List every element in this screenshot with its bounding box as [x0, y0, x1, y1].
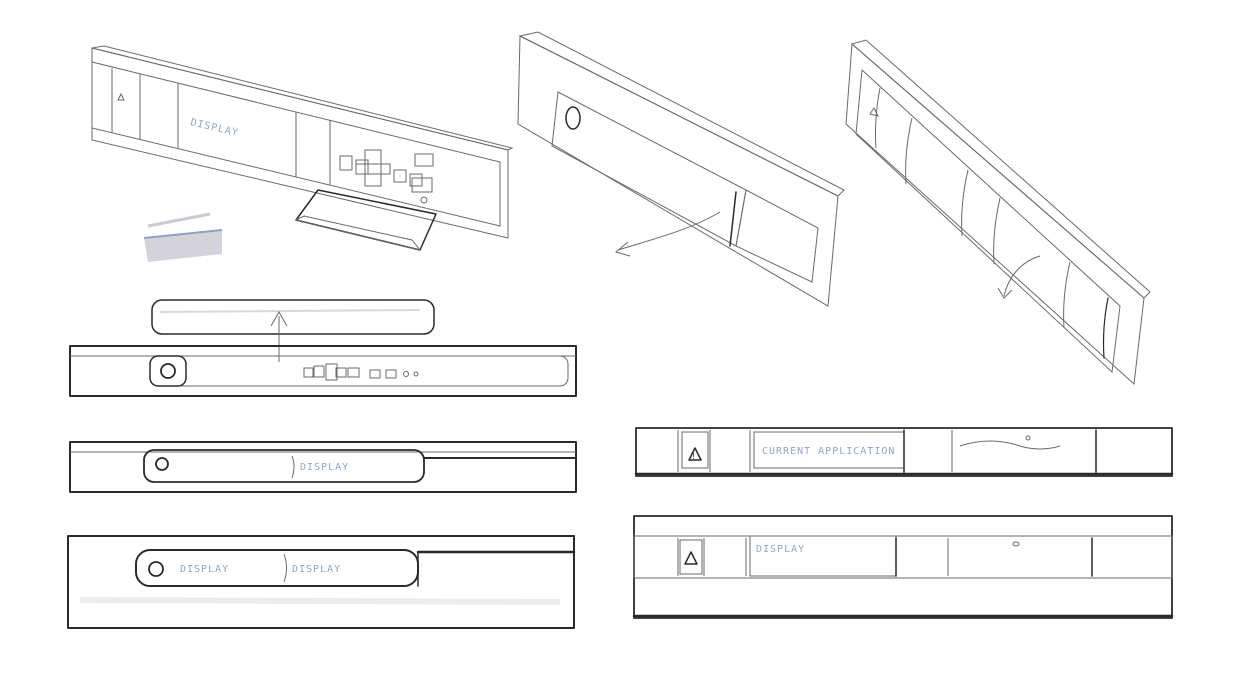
- warning-triangle-icon-render-2: [684, 551, 698, 565]
- warning-symbol: !: [692, 452, 695, 461]
- lifted-cover-panel: [151, 299, 435, 335]
- lcd-panel-render-2: [749, 535, 897, 577]
- slide-down-arrow-icon: [1003, 255, 1041, 297]
- display-text-perspective: DISPLAY: [189, 117, 239, 139]
- sketch-bar-perspective-slide: [517, 31, 845, 307]
- display-text-large-2: DISPLAY: [292, 564, 341, 575]
- round-button-icon-front-1: [160, 363, 176, 379]
- display-text-render-2: DISPLAY: [756, 544, 805, 555]
- display-text-large-1: DISPLAY: [180, 564, 229, 575]
- control-buttons-front: [303, 363, 419, 381]
- sketch-bar-perspective-open: DISPLAY: [91, 45, 514, 251]
- sketch-bar-front-large: DISPLAY DISPLAY: [67, 535, 576, 629]
- round-button-icon-front-2: [155, 457, 169, 471]
- flip-out-panel: [295, 189, 437, 251]
- display-text-current-application: CURRENT APPLICATION: [762, 446, 895, 457]
- control-buttons-cluster: [339, 149, 434, 204]
- round-button-icon-front-3: [148, 561, 164, 577]
- sketch-bar-front-cover-removed: [69, 345, 577, 397]
- warning-triangle-icon: [117, 92, 125, 101]
- lift-up-arrow-icon: [270, 310, 288, 362]
- sketch-bar-diagonal: [845, 39, 1151, 386]
- slide-direction-arrow-icon: [617, 211, 721, 251]
- display-text-half-open: DISPLAY: [300, 462, 349, 473]
- warning-triangle-icon-render-1: [688, 447, 702, 461]
- marker-swatch: [143, 212, 223, 262]
- round-button-icon: [565, 106, 581, 130]
- sketch-bar-marker-render-2: DISPLAY: [632, 515, 1174, 619]
- warning-triangle-icon-diagonal: [869, 107, 879, 117]
- sketch-bar-marker-render-1: ! CURRENT APPLICATION: [634, 427, 1174, 477]
- sketch-bar-front-half-open: DISPLAY: [69, 441, 577, 493]
